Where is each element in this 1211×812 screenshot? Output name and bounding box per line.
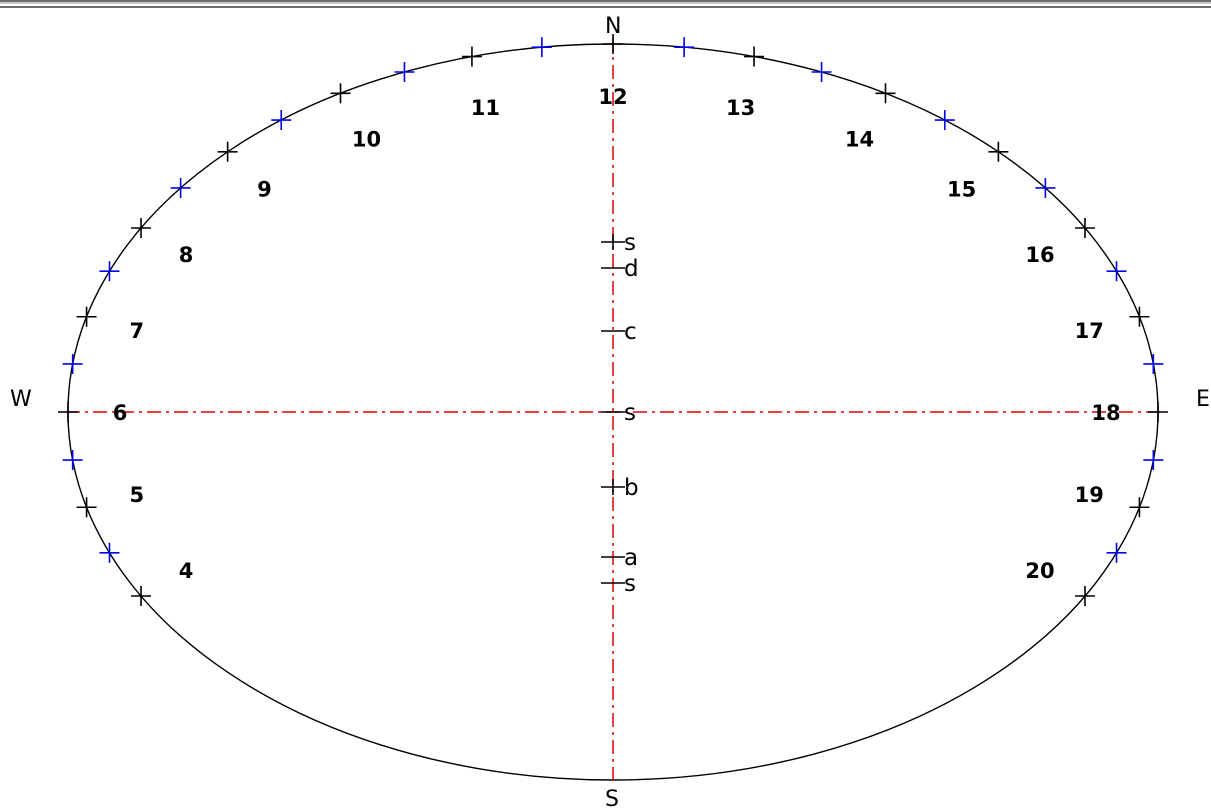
hour-tick-9 bbox=[217, 141, 238, 162]
hour-tick-4 bbox=[131, 586, 152, 606]
half-hour-tick bbox=[99, 542, 120, 563]
half-hour-tick bbox=[62, 450, 83, 471]
hour-tick-14 bbox=[875, 83, 896, 104]
hour-tick-6 bbox=[58, 402, 78, 422]
hour-tick-13 bbox=[744, 46, 765, 67]
half-hour-tick bbox=[1106, 542, 1127, 563]
hour-label-4: 4 bbox=[179, 559, 194, 583]
axis-mark-label: d bbox=[624, 256, 639, 282]
half-hour-tick bbox=[1035, 177, 1056, 198]
hour-tick-5 bbox=[76, 497, 97, 518]
half-hour-tick bbox=[1143, 450, 1164, 471]
axis-mark-c: c bbox=[601, 319, 637, 345]
hour-label-15: 15 bbox=[947, 178, 976, 202]
hour-tick-20 bbox=[1074, 586, 1095, 606]
hour-tick-17 bbox=[1129, 306, 1150, 327]
hour-label-6: 6 bbox=[113, 401, 128, 425]
hour-label-5: 5 bbox=[129, 483, 144, 507]
hour-label-7: 7 bbox=[129, 319, 144, 343]
hour-label-20: 20 bbox=[1025, 559, 1054, 583]
hour-labels: 4 5 6 7 8 9 10 11 12 13 14 15 16 17 18 19 20 bbox=[113, 85, 1121, 583]
axis-mark-s: s bbox=[601, 230, 636, 256]
half-hour-markers bbox=[62, 37, 1164, 563]
hour-tick-11 bbox=[461, 46, 482, 67]
hour-label-14: 14 bbox=[845, 127, 874, 151]
hour-label-16: 16 bbox=[1025, 243, 1054, 267]
hour-label-9: 9 bbox=[257, 178, 272, 202]
hour-tick-7 bbox=[76, 306, 97, 327]
hour-label-18: 18 bbox=[1091, 401, 1120, 425]
hour-label-17: 17 bbox=[1075, 319, 1104, 343]
axis-mark-s: s bbox=[601, 400, 636, 426]
half-hour-tick bbox=[934, 110, 955, 131]
compass-south-label: S bbox=[605, 787, 619, 812]
axis-mark-label: s bbox=[624, 230, 636, 256]
hour-markers bbox=[58, 34, 1168, 606]
half-hour-tick bbox=[1143, 353, 1164, 374]
half-hour-tick bbox=[62, 353, 83, 374]
axis-mark-label: s bbox=[624, 571, 636, 597]
hour-label-11: 11 bbox=[471, 96, 500, 120]
window-top-border bbox=[0, 0, 1211, 10]
axis-mark-d: d bbox=[601, 256, 639, 282]
hour-tick-19 bbox=[1129, 497, 1150, 518]
half-hour-tick bbox=[674, 37, 695, 58]
hour-label-19: 19 bbox=[1075, 483, 1104, 507]
half-hour-tick bbox=[394, 62, 415, 83]
half-hour-tick bbox=[170, 177, 191, 198]
axis-mark-b: b bbox=[601, 475, 639, 501]
compass-west-label: W bbox=[10, 387, 32, 412]
half-hour-tick bbox=[811, 62, 832, 83]
hour-tick-16 bbox=[1074, 218, 1095, 238]
hour-tick-12 bbox=[603, 34, 623, 54]
axis-mark-label: s bbox=[624, 400, 636, 426]
axis-mark-label: c bbox=[624, 319, 637, 345]
axis-mark-s: s bbox=[601, 571, 636, 597]
half-hour-tick bbox=[1106, 261, 1127, 282]
hour-tick-8 bbox=[131, 218, 152, 238]
half-hour-tick bbox=[271, 110, 292, 131]
hour-label-8: 8 bbox=[179, 243, 194, 267]
axis-mark-label: a bbox=[624, 545, 638, 571]
compass-labels: N S W E bbox=[10, 14, 1210, 812]
hour-tick-10 bbox=[330, 83, 351, 104]
compass-north-label: N bbox=[605, 14, 621, 39]
hour-tick-18 bbox=[1148, 402, 1168, 422]
hour-label-10: 10 bbox=[352, 127, 381, 151]
axis-mark-label: b bbox=[624, 475, 639, 501]
axis-mark-a: a bbox=[601, 545, 638, 571]
hour-label-13: 13 bbox=[726, 96, 755, 120]
hour-tick-15 bbox=[988, 141, 1009, 162]
hour-label-12: 12 bbox=[598, 85, 627, 109]
half-hour-tick bbox=[99, 261, 120, 282]
half-hour-tick bbox=[531, 37, 552, 58]
compass-east-label: E bbox=[1196, 387, 1210, 412]
